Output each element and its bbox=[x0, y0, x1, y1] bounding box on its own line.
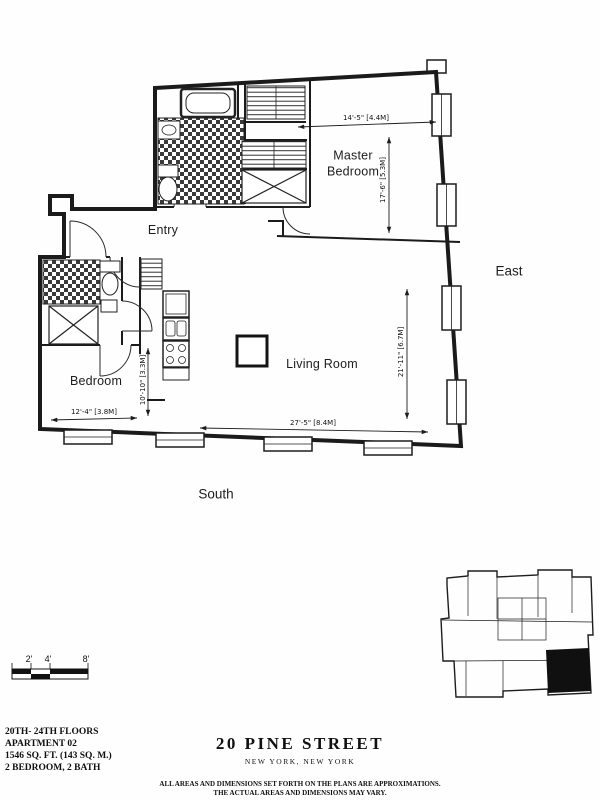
room-label-master-bedroom: Master Bedroom bbox=[326, 148, 380, 178]
kitchen-group bbox=[140, 258, 190, 381]
dimension-line bbox=[199, 425, 429, 435]
dimension-lines-group bbox=[50, 119, 437, 435]
disclaimer-line-2: THE ACTUAL AREAS AND DIMENSIONS MAY VARY… bbox=[213, 789, 387, 797]
room-label-bedroom: Bedroom bbox=[69, 374, 123, 388]
scale-bar-ticks bbox=[11, 663, 89, 669]
sink bbox=[157, 120, 181, 140]
east-windows-group bbox=[431, 93, 467, 425]
scale-label-4ft: 4' bbox=[44, 654, 52, 664]
closet-x-box bbox=[48, 305, 99, 345]
window-bay bbox=[363, 440, 413, 456]
structural-column bbox=[235, 334, 269, 368]
key-plan-unit-highlight bbox=[546, 648, 591, 693]
window-bay bbox=[263, 436, 313, 452]
key-plan bbox=[440, 569, 594, 698]
title-block: 20 PINE STREET NEW YORK, NEW YORK bbox=[120, 734, 480, 766]
scale-bar-segments bbox=[12, 669, 88, 679]
window-bay bbox=[63, 429, 113, 445]
dimension-label-bedroom-depth: 10'-10" [3.3M] bbox=[139, 353, 147, 407]
room-label-living-room: Living Room bbox=[286, 357, 358, 371]
refrigerator bbox=[162, 290, 190, 318]
dimension-label-living-depth: 21'-11" [6.7M] bbox=[397, 325, 405, 379]
dimension-label-master-depth: 17'-6" [5.3M] bbox=[379, 156, 387, 204]
info-rooms: 2 BEDROOM, 2 BATH bbox=[5, 763, 101, 773]
key-plan-outline bbox=[440, 569, 594, 698]
closet-x-box bbox=[241, 169, 307, 204]
dimension-label-master-width: 14'-5" [4.4M] bbox=[342, 114, 390, 122]
window-bay bbox=[441, 285, 462, 331]
info-floors: 20TH- 24TH FLOORS bbox=[5, 727, 99, 737]
scale-label-2ft: 2' bbox=[25, 654, 33, 664]
info-area: 1546 SQ. FT. (143 SQ. M.) bbox=[5, 751, 112, 761]
compass-label-south: South bbox=[198, 486, 234, 502]
door-swing bbox=[99, 344, 132, 377]
disclaimer-line-1: ALL AREAS AND DIMENSIONS SET FORTH ON TH… bbox=[159, 780, 441, 788]
second-bathroom-group bbox=[42, 259, 121, 345]
window-bay bbox=[436, 183, 457, 227]
apartment-info-block: 20TH- 24TH FLOORS APARTMENT 02 1546 SQ. … bbox=[5, 726, 112, 774]
counter bbox=[162, 367, 190, 381]
window-bay bbox=[446, 379, 467, 425]
kitchen-sink bbox=[162, 317, 190, 341]
building-title: 20 PINE STREET bbox=[215, 734, 385, 753]
dimension-line bbox=[50, 415, 138, 423]
sink bbox=[100, 299, 118, 313]
closet-shelving bbox=[140, 258, 163, 290]
toilet bbox=[157, 164, 179, 202]
compass-label-east: East bbox=[495, 263, 523, 279]
door-swing bbox=[282, 206, 311, 235]
stove bbox=[162, 340, 190, 368]
bathtub bbox=[179, 87, 237, 119]
master-bathroom-group bbox=[157, 85, 307, 205]
building-subtitle: NEW YORK, NEW YORK bbox=[244, 757, 356, 766]
south-windows-group bbox=[63, 429, 413, 456]
door-swing bbox=[121, 300, 153, 332]
window-bay bbox=[426, 59, 447, 74]
dimension-line bbox=[297, 119, 437, 130]
scale-bar bbox=[11, 663, 89, 680]
dimension-label-living-width: 27'-5" [8.4M] bbox=[289, 419, 337, 427]
dimension-label-bedroom-width: 12'-4" [3.8M] bbox=[70, 408, 118, 416]
tile-floor bbox=[42, 259, 101, 305]
window-bay bbox=[431, 93, 452, 137]
window-bay bbox=[155, 432, 205, 448]
disclaimer: ALL AREAS AND DIMENSIONS SET FORTH ON TH… bbox=[100, 780, 500, 798]
door-swing bbox=[69, 220, 107, 258]
scale-label-8ft: 8' bbox=[82, 654, 90, 664]
room-label-entry: Entry bbox=[147, 223, 179, 237]
toilet bbox=[99, 260, 121, 296]
info-apartment: APARTMENT 02 bbox=[5, 739, 77, 749]
exterior-walls bbox=[38, 69, 464, 449]
